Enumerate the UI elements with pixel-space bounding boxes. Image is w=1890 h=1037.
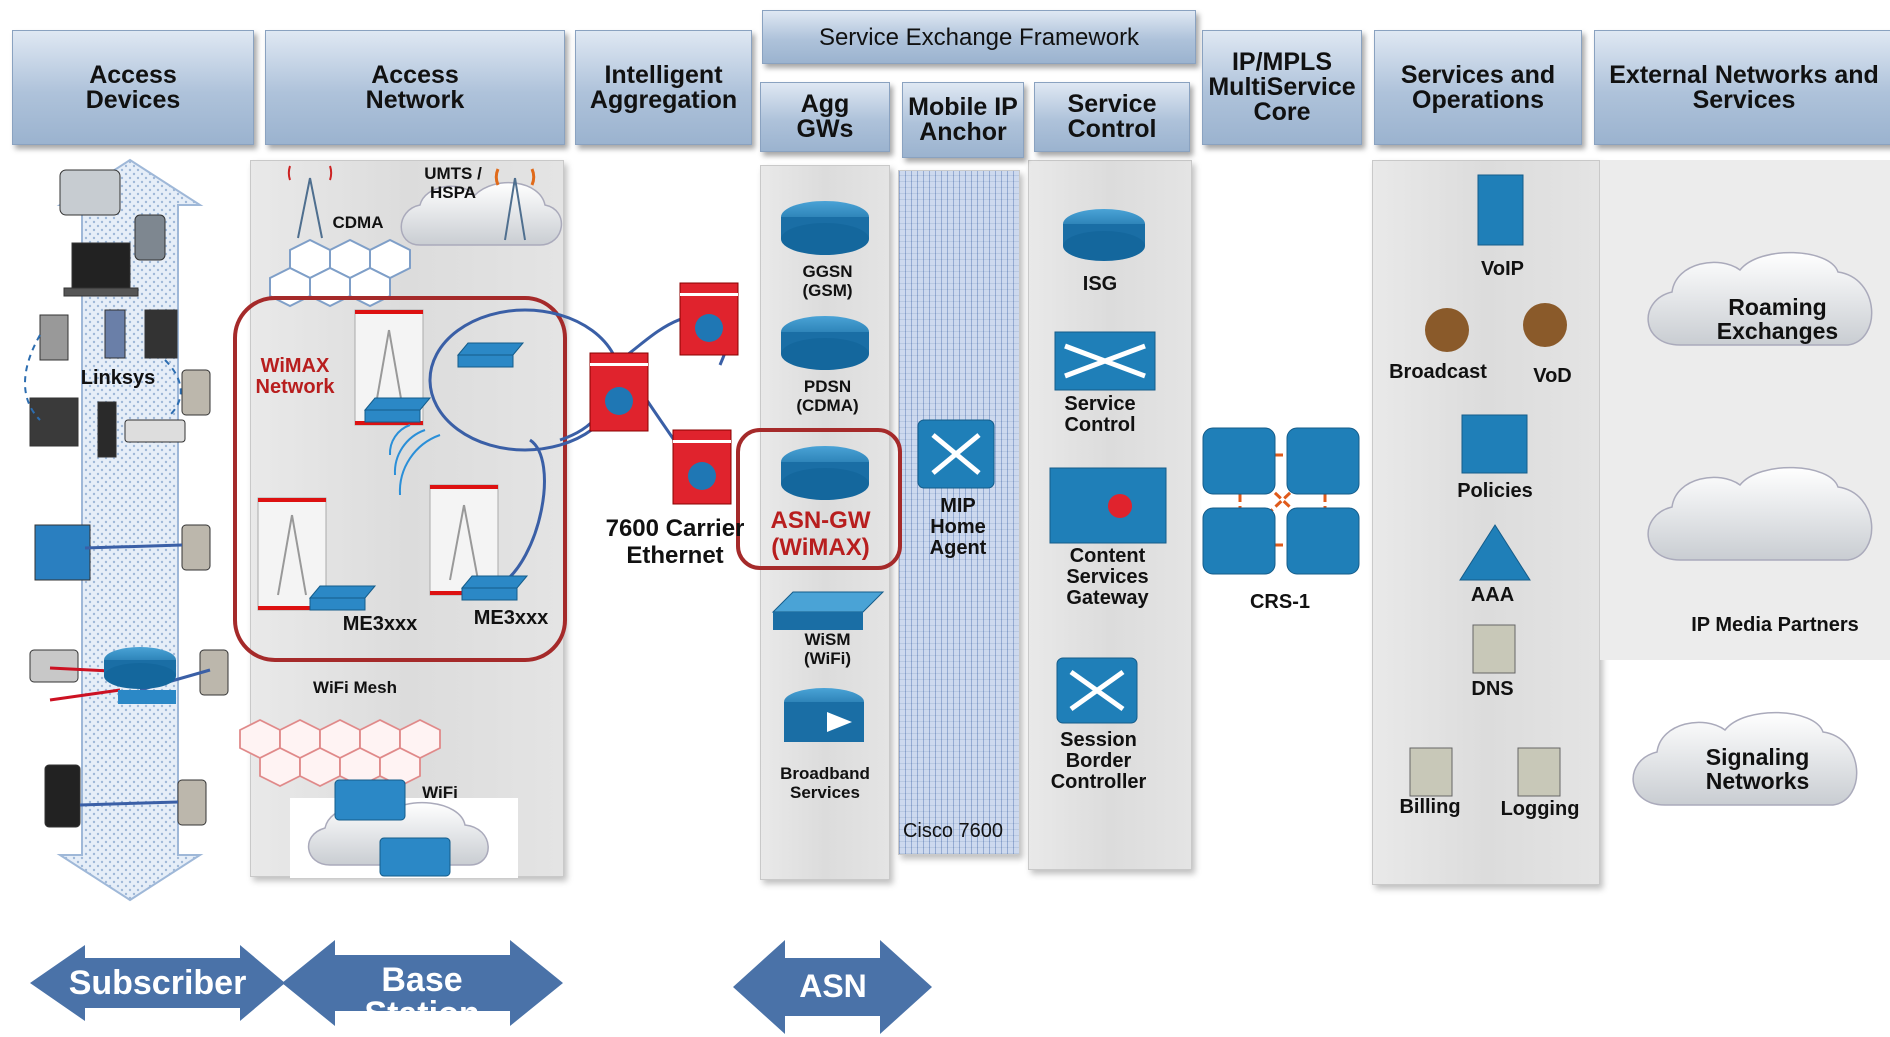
dns-label: DNS: [1471, 678, 1514, 700]
header-mobile-ip-anchor: Mobile IP Anchor: [902, 82, 1024, 158]
external-column-strip: [1600, 160, 1890, 660]
subscriber-arrow-label: Subscriber: [68, 964, 247, 1002]
crs1-label: CRS-1: [1249, 591, 1310, 613]
header-access-network: Access Network: [265, 30, 565, 145]
header-service-control: Service Control: [1034, 82, 1190, 152]
agg-gws-column: [760, 165, 890, 880]
cdma-tower: [287, 165, 333, 239]
header-ipmpls-core: IP/MPLS MultiService Core: [1202, 30, 1362, 145]
signaling-networks-label: Signaling Networks: [1705, 744, 1810, 794]
wimax-network-box: [233, 296, 567, 662]
mip-home-agent-label: MIP Home Agent: [929, 495, 987, 559]
header-intelligent-aggregation: Intelligent Aggregation: [575, 30, 752, 145]
mobile-ip-column: [898, 170, 1020, 855]
access-device-router: [104, 647, 176, 704]
wifi-label: WiFi: [422, 783, 458, 802]
service-control-label: Service Control: [1064, 393, 1136, 436]
header-external-networks: External Networks and Services: [1594, 30, 1890, 145]
header-agg-gws: Agg GWs: [760, 82, 890, 152]
logging-label: Logging: [1500, 798, 1580, 820]
vod-label: VoD: [1533, 365, 1572, 387]
header-services-operations: Services and Operations: [1374, 30, 1582, 145]
me3xxx-right-label: ME3xxx: [473, 607, 549, 629]
header-service-exchange-framework: Service Exchange Framework: [762, 10, 1196, 64]
service-control-icons: [1049, 209, 1167, 724]
base-station-arrow: [282, 940, 563, 1026]
billing-label: Billing: [1399, 796, 1461, 818]
header-access-devices: Access Devices: [12, 30, 254, 145]
access-devices-icons: [29, 169, 229, 828]
umts-cloud: [400, 168, 562, 246]
carrier-ethernet-label: 7600 Carrier Ethernet: [605, 515, 745, 569]
asn-gw-highlight: [736, 428, 902, 570]
crs1-cluster: [1202, 427, 1360, 575]
services-icons: [1409, 174, 1567, 797]
linksys-label: Linksys: [80, 367, 156, 389]
me3xxx-left-label: ME3xxx: [342, 613, 418, 635]
voip-label: VoIP: [1481, 258, 1524, 280]
wism-label: WiSM (WiFi): [803, 630, 852, 668]
wifi-mesh-grid: [239, 718, 441, 788]
wimax-switches: [308, 342, 529, 611]
ip-media-partners-label: IP Media Partners: [1691, 614, 1859, 636]
wimax-beam: [388, 424, 441, 496]
wimax-network-label: WiMAX Network: [255, 355, 335, 398]
cisco-7600-label: Cisco 7600: [902, 820, 1004, 842]
mip-home-agent-icon: [917, 419, 995, 489]
csg-label: Content Services Gateway: [1066, 545, 1149, 609]
cdma-label: CDMA: [332, 213, 384, 232]
broadcast-label: Broadcast: [1389, 361, 1487, 383]
ggsn-label: GGSN (GSM): [802, 262, 853, 300]
roaming-exchanges-label: Roaming Exchanges: [1716, 294, 1839, 344]
aaa-label: AAA: [1470, 584, 1515, 606]
asn-arrow-label: ASN: [799, 968, 867, 1004]
umts-label: UMTS / HSPA: [424, 164, 482, 202]
broadband-services-label: Broadband Services: [780, 764, 870, 802]
pdsn-label: PDSN (CDMA): [796, 377, 859, 415]
subscriber-arrow: [30, 945, 285, 1021]
external-clouds: [1632, 251, 1873, 806]
agg-gw-routers: [771, 201, 885, 742]
wifi-mesh-label: WiFi Mesh: [313, 678, 397, 697]
asn-gw-label: ASN-GW (WiMAX): [770, 507, 871, 561]
isg-label: ISG: [1082, 273, 1118, 295]
asn-arrow: [733, 940, 932, 1034]
base-station-arrow-label: Base Station: [364, 961, 480, 1033]
aggregation-switches: [589, 282, 739, 505]
sbc-label: Session Border Controller: [1050, 729, 1147, 793]
policies-label: Policies: [1457, 480, 1533, 502]
linksys-dashed-ring: [24, 334, 182, 421]
wifi-cloud: [290, 779, 518, 878]
